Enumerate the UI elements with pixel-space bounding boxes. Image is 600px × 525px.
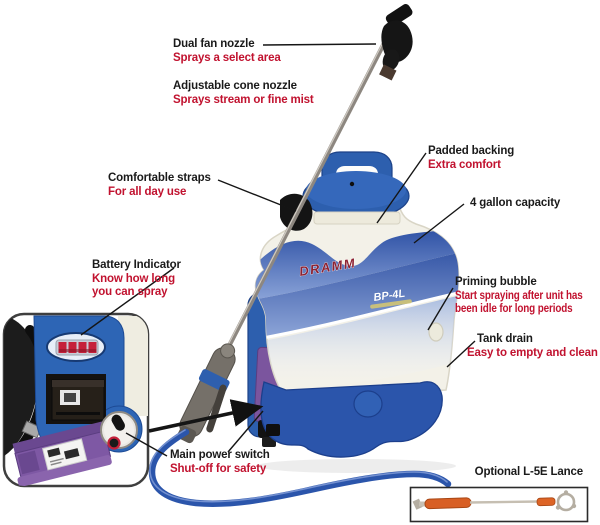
callout-subtitle-line: you can spray — [92, 286, 168, 299]
callout-priming-bubble: Priming bubble Start spraying after unit… — [455, 276, 600, 317]
callout-main-power-switch: Main power switch Shut-off for safety — [170, 449, 270, 476]
base — [260, 381, 443, 458]
inset-battery-indicator — [46, 332, 106, 362]
inset-detail-box — [2, 312, 150, 488]
callout-subtitle: Easy to empty and clean — [467, 346, 598, 359]
leader-battery-indicator — [80, 267, 175, 336]
ground-shadow — [256, 459, 456, 473]
inset-battery — [46, 374, 106, 424]
pump-cap-and-handle — [302, 151, 410, 225]
callout-title: Tank drain — [477, 333, 533, 345]
leader-lines — [80, 43, 476, 457]
callout-battery-indicator: Battery Indicator Know how long you can … — [92, 259, 181, 300]
priming-bubble-part — [428, 322, 444, 342]
leader-padded-backing — [376, 152, 427, 224]
callout-title: Comfortable straps — [108, 172, 211, 184]
callout-subtitle-line: Start spraying after unit has — [455, 289, 583, 302]
callout-adjustable-cone-nozzle: Adjustable cone nozzle Sprays stream or … — [173, 80, 314, 107]
callout-subtitle: Extra comfort — [428, 158, 501, 171]
callout-subtitle: Sprays stream or fine mist — [173, 93, 314, 106]
dual-fan-nozzle-head — [379, 4, 413, 81]
leader-comfortable-straps — [217, 179, 297, 212]
callout-title: Adjustable cone nozzle — [173, 80, 297, 92]
sprayer-unit: DRAMM BP-4L — [247, 151, 460, 458]
callout-dual-fan-nozzle: Dual fan nozzle Sprays a select area — [173, 38, 281, 65]
callout-title: Main power switch — [170, 449, 270, 461]
leader-tank-drain — [446, 340, 476, 368]
lance-grip — [424, 497, 472, 510]
callout-title: Priming bubble — [455, 276, 537, 288]
callout-capacity: 4 gallon capacity — [470, 197, 560, 211]
callout-subtitle: Sprays a select area — [173, 51, 281, 64]
leader-capacity — [413, 203, 465, 244]
callout-title: 4 gallon capacity — [470, 197, 561, 209]
inset-straps — [4, 316, 39, 456]
model-logo-text: BP-4L — [373, 288, 406, 304]
lance-illustration — [412, 490, 577, 512]
callout-title: Padded backing — [428, 145, 515, 157]
leader-main-power-inset — [125, 432, 168, 457]
gun-trigger — [206, 384, 227, 433]
trigger-gun — [177, 343, 236, 444]
cone-nozzle-collar — [379, 64, 397, 81]
callout-subtitle: For all day use — [108, 185, 187, 198]
inset-power-dial — [100, 411, 138, 450]
callout-padded-backing: Padded backing Extra comfort — [428, 145, 514, 172]
tank-label-band: DRAMM BP-4L — [255, 228, 459, 392]
callout-tank-drain: Tank drain Easy to empty and clean — [467, 333, 598, 360]
lance-box — [409, 486, 589, 523]
main-power-arrow — [148, 399, 264, 433]
lance-valve — [536, 497, 556, 507]
spray-wand — [225, 18, 399, 350]
tank-drain-knob — [353, 390, 383, 418]
callout-title: Battery Indicator — [92, 259, 181, 271]
inset-purple-tray — [12, 421, 112, 486]
callout-subtitle-line: been idle for long periods — [455, 303, 573, 316]
leader-priming-bubble — [427, 287, 454, 331]
lance-box-label: Optional L-5E Lance — [474, 466, 583, 478]
callout-title: Dual fan nozzle — [173, 38, 255, 50]
leader-dual-fan-nozzle — [262, 43, 377, 46]
callout-comfortable-straps: Comfortable straps For all day use — [108, 172, 211, 199]
callout-subtitle-line: Know how long — [92, 272, 176, 285]
hose — [148, 428, 452, 507]
tank: DRAMM BP-4L — [254, 202, 460, 399]
callout-subtitle: Shut-off for safety — [170, 462, 267, 475]
